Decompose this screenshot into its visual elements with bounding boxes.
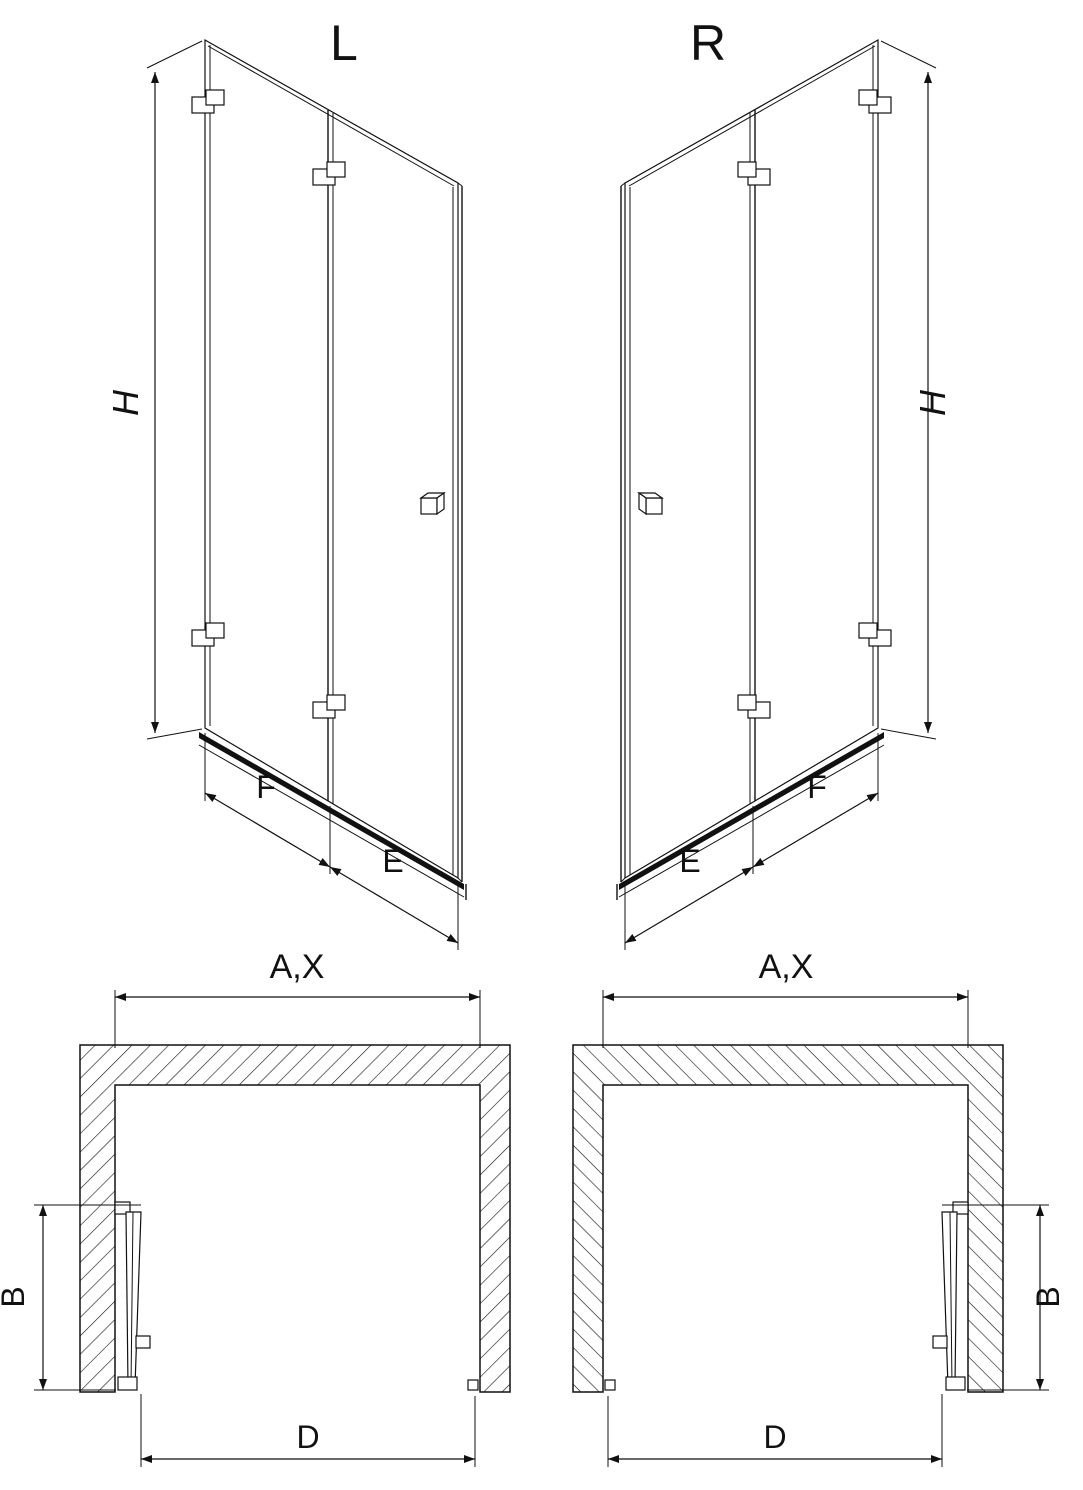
dim-label-height-right: H (912, 389, 953, 416)
dim-label-opening-width-left: D (296, 1419, 319, 1455)
dim-label-overall-width-left: A,X (270, 948, 325, 986)
plan-left-variant (34, 990, 511, 1467)
dim-label-depth-right: B (1030, 1286, 1066, 1307)
dim-label-overall-width-right: A,X (759, 948, 814, 986)
dim-label-f-left: F (256, 769, 276, 805)
dim-label-opening-width-right: D (763, 1419, 786, 1455)
elevation-left-variant (146, 38, 467, 950)
dim-label-e-left: E (382, 843, 403, 879)
elevation-right-variant (617, 40, 936, 950)
dim-label-depth-left: B (0, 1286, 31, 1307)
label-right-variant: R (690, 15, 726, 71)
dim-label-height-left: H (105, 389, 146, 416)
dim-label-f-right: F (807, 769, 827, 805)
plan-right-variant (573, 990, 1049, 1467)
dim-label-e-right: E (679, 843, 700, 879)
label-left-variant: L (330, 15, 358, 71)
